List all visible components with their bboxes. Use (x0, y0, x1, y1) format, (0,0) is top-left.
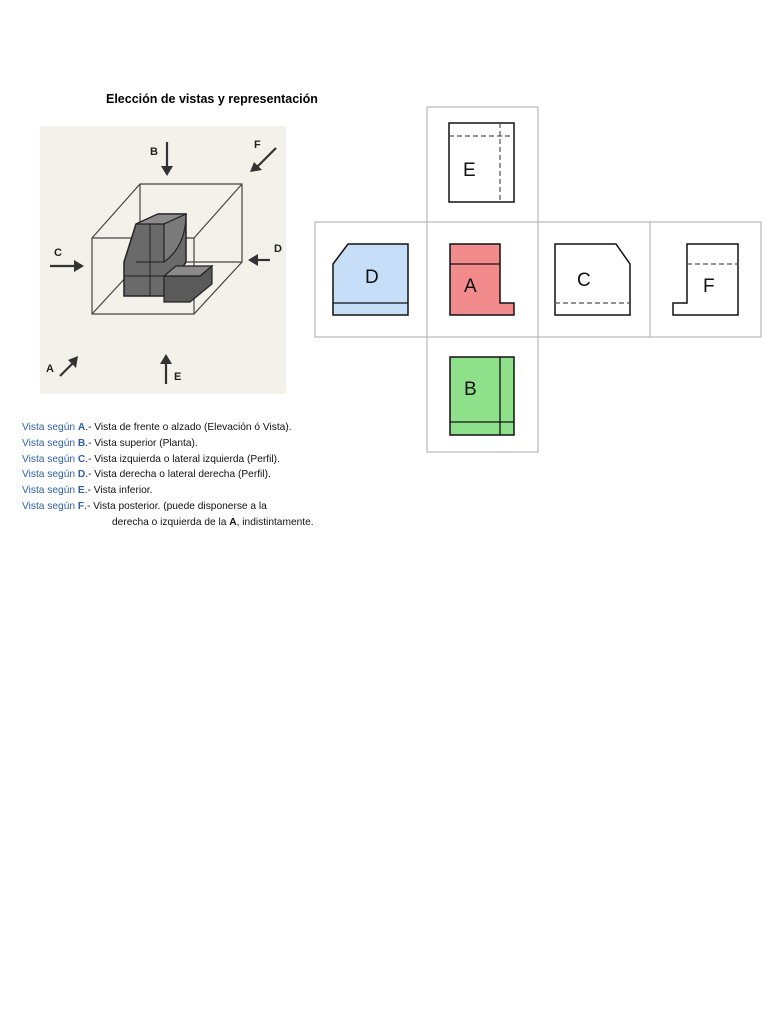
view-b: B (449, 356, 515, 436)
isometric-drawing: B F C D A E (46, 139, 282, 384)
view-c-label: C (577, 270, 591, 291)
view-a-label: A (464, 276, 477, 297)
arrow-label-e: E (174, 371, 181, 383)
legend-row-b: Vista según B.- Vista superior (Planta). (22, 437, 198, 449)
arrow-label-f: F (254, 139, 261, 151)
arrow-label-c: C (54, 247, 62, 259)
view-f: F (672, 243, 739, 316)
view-b-label: B (464, 379, 477, 400)
view-arrows (50, 142, 277, 384)
arrow-label-a: A (46, 363, 54, 375)
orthographic-views: E D A C F B (314, 106, 762, 453)
arrow-label-b: B (150, 146, 158, 158)
isometric-illustration: B F C D A E (40, 126, 286, 394)
view-c: C (554, 243, 631, 316)
view-f-label: F (703, 276, 715, 297)
arrow-label-d: D (274, 243, 282, 255)
view-d-label: D (365, 267, 379, 288)
legend-row-a: Vista según A.- Vista de frente o alzado… (22, 422, 292, 433)
view-grid (314, 106, 762, 453)
view-a: A (449, 243, 515, 316)
glass-box (91, 183, 243, 315)
legend-row-f: Vista según F.- Vista posterior. (puede … (22, 500, 267, 512)
legend-row-d: Vista según D.- Vista derecha o lateral … (22, 469, 271, 481)
view-d: D (332, 243, 409, 316)
solid-object (123, 213, 214, 303)
view-legend: Vista según A.- Vista de frente o alzado… (22, 420, 314, 531)
diagram-title: Elección de vistas y representación (106, 92, 318, 106)
legend-row-c: Vista según C.- Vista izquierda o latera… (22, 453, 280, 465)
view-e-label: E (463, 160, 476, 181)
view-e: E (448, 122, 515, 203)
legend-row-e: Vista según E.- Vista inferior. (22, 485, 153, 497)
legend-row-f-continued: derecha o izquierda de la A, indistintam… (112, 516, 314, 528)
